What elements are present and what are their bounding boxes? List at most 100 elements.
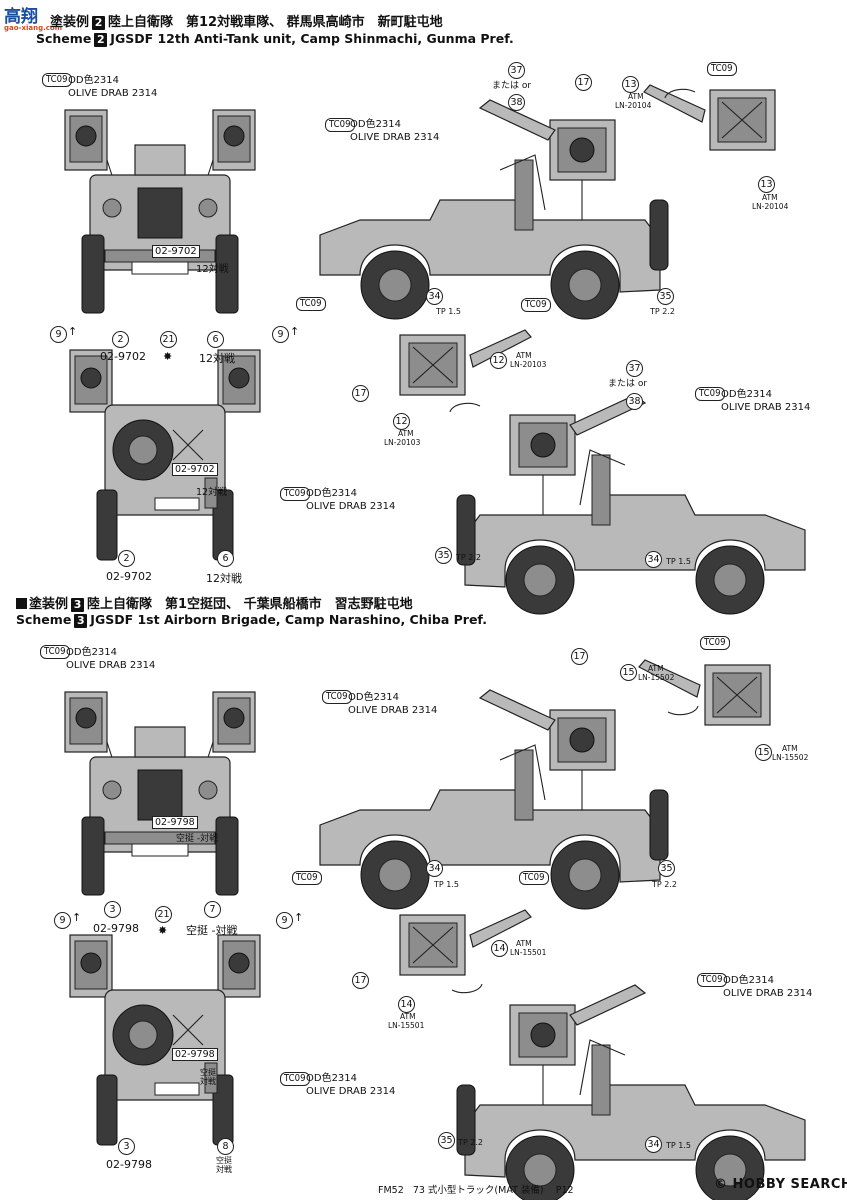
atm-label: ATM	[516, 351, 532, 360]
hobby-search-logo: © HOBBY SEARCH	[714, 1177, 847, 1192]
marker-2: 2	[112, 331, 129, 348]
paint-name-en: OLIVE DRAB 2314	[721, 402, 811, 413]
footer-page-info: FM52 73 式小型トラック(MAT 装備) P12	[378, 1182, 574, 1196]
scheme2-number-box: 2	[92, 16, 106, 30]
marker-14: 14	[398, 996, 415, 1013]
paint-name-en: OLIVE DRAB 2314	[66, 660, 156, 671]
paint-code-tag: TC09	[325, 118, 355, 132]
paint-name-jp: OD色2314	[723, 975, 775, 986]
scheme3-prefix-jp: 塗装例	[29, 597, 69, 612]
footer-page: P12	[555, 1185, 574, 1196]
serial-label: LN-15502	[638, 673, 675, 682]
marker-35: 35	[435, 547, 452, 564]
marker-12: 12	[393, 413, 410, 430]
marker-38: 38	[508, 94, 525, 111]
paint-code-tag: TC09	[280, 487, 310, 501]
footer-code: FM52	[378, 1185, 404, 1196]
paint-name-jp: OD色2314	[306, 1073, 358, 1084]
stencil-label: TP 1.5	[666, 1141, 691, 1150]
plate-number-label: 02-9798	[106, 1158, 152, 1171]
marker-9: 9	[276, 912, 293, 929]
marker-13: 13	[758, 176, 775, 193]
marker-3: 3	[118, 1138, 135, 1155]
plate-number: 02-9702	[172, 463, 218, 476]
unit-marking: 空挺 -対戦	[176, 834, 219, 844]
marker-17: 17	[352, 972, 369, 989]
scheme3-text-en: JGSDF 1st Airborn Brigade, Camp Narashin…	[90, 612, 487, 627]
unit-marking: 空挺 対戦	[200, 1068, 216, 1086]
stencil-label: TP 2.2	[458, 1138, 483, 1147]
paint-code-tag: TC09	[40, 645, 70, 659]
marker-12: 12	[490, 352, 507, 369]
stencil-label: TP 2.2	[456, 553, 481, 562]
star-icon: ✸	[158, 924, 168, 937]
marker-35: 35	[657, 288, 674, 305]
paint-name-jp: OD色2314	[350, 119, 402, 130]
or-text: または or	[608, 379, 648, 389]
paint-name-jp: OD色2314	[348, 692, 400, 703]
scheme2-number-box-en: 2	[94, 33, 108, 47]
marker-38: 38	[626, 393, 643, 410]
stencil-label: TP 1.5	[436, 307, 461, 316]
plate-number-label: 02-9702	[106, 570, 152, 583]
stencil-label: TP 1.5	[434, 880, 459, 889]
marker-17: 17	[571, 648, 588, 665]
paint-name-en: OLIVE DRAB 2314	[306, 501, 396, 512]
atm-label: ATM	[762, 193, 778, 202]
scheme3-text-jp: 陸上自衛隊 第1空挺団、 千葉県船橋市 習志野駐屯地	[87, 597, 413, 612]
unit-label: 空挺 -対戦	[186, 924, 238, 937]
paint-name-jp: OD色2314	[306, 488, 358, 499]
serial-label: LN-20103	[510, 360, 547, 369]
atm-label: ATM	[782, 744, 798, 753]
paint-name-en: OLIVE DRAB 2314	[350, 132, 440, 143]
marker-17: 17	[352, 385, 369, 402]
scheme3-number-box-en: 3	[74, 614, 88, 628]
serial-label: LN-15502	[772, 753, 809, 762]
scheme2-text-jp: 陸上自衛隊 第12対戦車隊、 群馬県高崎市 新町駐屯地	[108, 15, 443, 30]
paint-code-tag: TC09	[519, 871, 549, 885]
paint-name-jp: OD色2314	[66, 647, 118, 658]
stencil-label: TP 1.5	[666, 557, 691, 566]
paint-code-tag: TC09	[296, 297, 326, 311]
unit-marking: 12対戦	[196, 487, 228, 498]
paint-name-jp: OD色2314	[721, 389, 773, 400]
arrow-up-icon: ↑	[72, 911, 82, 924]
paint-code-tag: TC09	[695, 387, 725, 401]
marker-15: 15	[755, 744, 772, 761]
atm-label: ATM	[400, 1012, 416, 1021]
scheme3-number-box: 3	[71, 598, 85, 612]
paint-code-tag: TC09	[322, 690, 352, 704]
marker-3: 3	[104, 901, 121, 918]
marker-34: 34	[426, 860, 443, 877]
marker-37: 37	[626, 360, 643, 377]
serial-label: LN-20104	[752, 202, 789, 211]
logo-text: HOBBY SEARCH	[732, 1177, 847, 1192]
paint-code-tag: TC09	[697, 973, 727, 987]
serial-label: LN-15501	[510, 948, 547, 957]
unit-label: 12対戦	[206, 572, 242, 585]
serial-label: LN-20103	[384, 438, 421, 447]
or-text: または or	[492, 81, 532, 91]
paint-code-tag: TC09	[521, 298, 551, 312]
marker-9: 9	[54, 912, 71, 929]
marker-34: 34	[426, 288, 443, 305]
marker-9: 9	[272, 326, 289, 343]
unit-label: 12対戦	[199, 352, 235, 365]
marker-14: 14	[491, 940, 508, 957]
marker-34: 34	[645, 551, 662, 568]
plate-number: 02-9798	[172, 1048, 218, 1061]
plate-number-label: 02-9798	[93, 922, 139, 935]
marker-2: 2	[118, 550, 135, 567]
marker-35: 35	[438, 1132, 455, 1149]
atm-label: ATM	[516, 939, 532, 948]
star-icon: ✸	[163, 350, 173, 363]
marker-8: 8	[217, 1138, 234, 1155]
stencil-label: TP 2.2	[650, 307, 675, 316]
bullet-square-icon	[16, 598, 27, 609]
watermark-url: gao-xiang.com	[4, 24, 62, 32]
paint-code-tag: TC09	[280, 1072, 310, 1086]
